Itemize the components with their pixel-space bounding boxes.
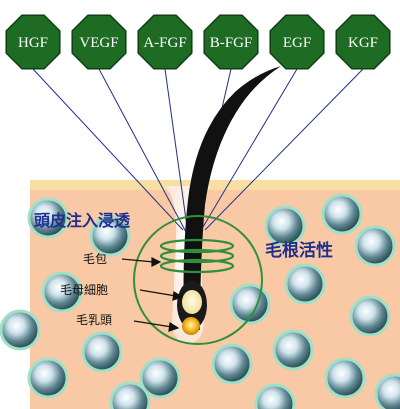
dermal-cell xyxy=(41,271,83,313)
growth-factor-b-fgf: B-FGF xyxy=(203,14,259,70)
dermal-cell xyxy=(254,383,296,409)
connector-line-vegf xyxy=(98,68,187,233)
octagon-badge xyxy=(335,14,391,70)
octagon-badge xyxy=(5,14,61,70)
growth-factor-label: A-FGF xyxy=(143,35,186,51)
papilla-label: 毛乳頭 xyxy=(76,313,112,327)
growth-factor-label: VEGF xyxy=(79,35,118,51)
dermal-cell xyxy=(284,263,326,305)
growth-factor-label: HGF xyxy=(18,35,48,51)
growth-factor-egf: EGF xyxy=(269,14,325,70)
dermal-cell xyxy=(89,215,131,257)
scalp-penetration-label: 頭皮注入浸透 xyxy=(34,211,131,230)
dermal-cell xyxy=(109,381,151,409)
dermal-papilla xyxy=(182,317,200,335)
octagon-badge xyxy=(203,14,259,70)
hair-root-circle xyxy=(133,215,263,345)
connector-line-a-fgf xyxy=(164,68,189,235)
growth-factor-a-fgf: A-FGF xyxy=(137,14,193,70)
dermal-cell xyxy=(354,225,396,267)
matrix-cells-label: 毛母細胞 xyxy=(60,283,108,297)
dermal-cell xyxy=(349,295,391,337)
growth-factor-kgf: KGF xyxy=(335,14,391,70)
growth-factor-label: EGF xyxy=(283,35,311,51)
dermal-cell xyxy=(27,357,69,399)
dermal-cell xyxy=(27,197,69,239)
octagon-badge xyxy=(137,14,193,70)
growth-factor-label: KGF xyxy=(348,35,378,51)
connector-line-kgf xyxy=(204,68,364,231)
octagon-badge xyxy=(269,14,325,70)
matrix-cells xyxy=(182,290,202,314)
pointer-arrows xyxy=(121,257,184,332)
dermal-cell xyxy=(272,329,314,371)
growth-factor-hgf: HGF xyxy=(5,14,61,70)
hair-shaft xyxy=(183,66,281,330)
follicle-rings xyxy=(159,238,235,274)
growth-factor-row: HGF VEGF A-FGF B-FGF EGF KGF xyxy=(5,14,391,70)
dermal-cell xyxy=(0,309,41,351)
follicle-label: 毛包 xyxy=(83,252,107,266)
dermal-cell xyxy=(211,343,253,385)
dermal-cell xyxy=(264,205,306,247)
octagon-badge xyxy=(71,14,127,70)
dermal-cell xyxy=(139,357,181,399)
scalp-surface xyxy=(30,180,400,190)
connector-line-hgf xyxy=(32,68,184,231)
hair-root-activation-label: 毛根活性 xyxy=(265,240,333,261)
dermal-cell xyxy=(374,373,400,409)
dermal-cell xyxy=(321,193,363,235)
growth-factor-vegf: VEGF xyxy=(71,14,127,70)
growth-factor-label: B-FGF xyxy=(210,35,253,51)
dermal-cell xyxy=(324,357,366,399)
dermal-cell xyxy=(81,331,123,373)
connector-line-egf xyxy=(199,68,298,233)
